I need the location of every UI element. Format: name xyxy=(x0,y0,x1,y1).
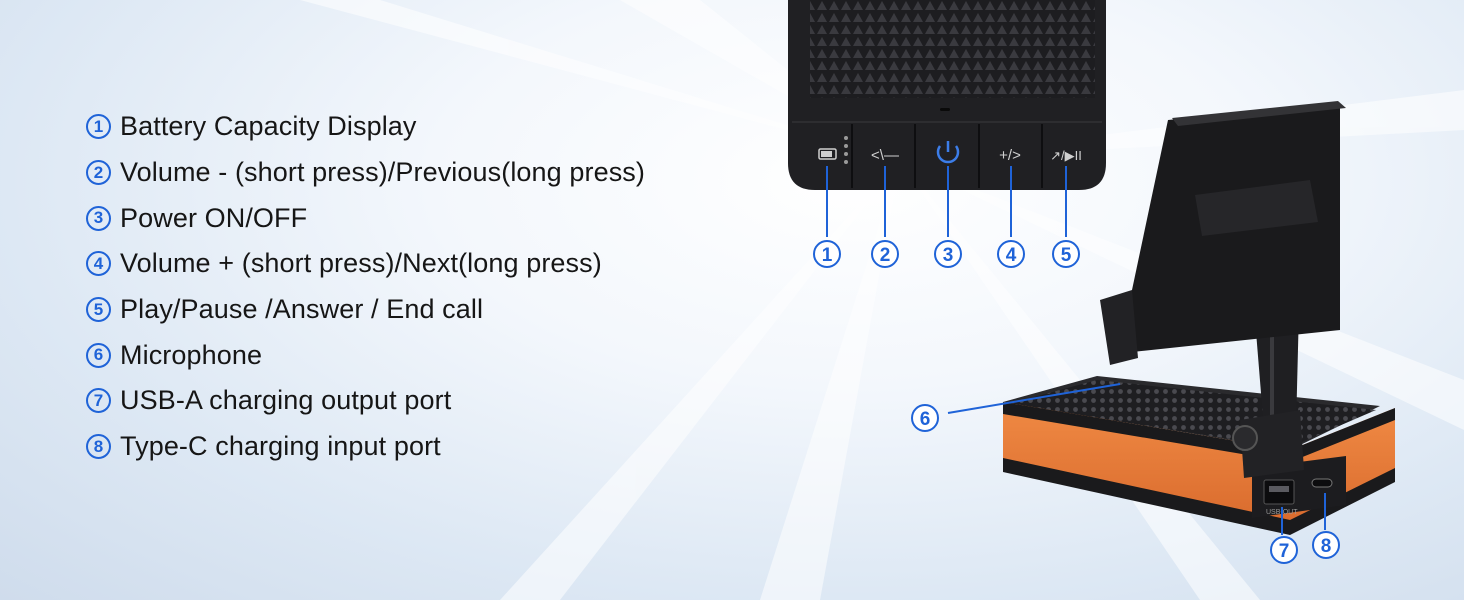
feature-item: 1 Battery Capacity Display xyxy=(86,104,645,150)
marker-2: 2 xyxy=(871,240,899,268)
marker-6: 6 xyxy=(911,404,939,432)
number-badge: 6 xyxy=(86,342,111,368)
feature-label: USB-A charging output port xyxy=(120,385,452,416)
feature-label: Battery Capacity Display xyxy=(120,111,417,142)
marker-4: 4 xyxy=(997,240,1025,268)
feature-label: Type-C charging input port xyxy=(120,431,441,462)
svg-text:5: 5 xyxy=(1061,245,1072,266)
feature-label: Microphone xyxy=(120,339,263,370)
usb-c-port xyxy=(1311,478,1333,488)
speaker-front-view: <\— +/> ↗/▶II xyxy=(788,0,1106,190)
feature-item: 5 Play/Pause /Answer / End call xyxy=(86,287,645,333)
feature-item: 8 Type-C charging input port xyxy=(86,424,645,470)
feature-label: Play/Pause /Answer / End call xyxy=(120,294,484,325)
speaker-grille xyxy=(810,0,1095,98)
svg-text:8: 8 xyxy=(1321,536,1332,557)
marker-7: 7 xyxy=(1270,536,1298,564)
svg-text:7: 7 xyxy=(1279,541,1290,562)
feature-label: Volume - (short press)/Previous(long pre… xyxy=(120,157,645,188)
feature-label: Power ON/OFF xyxy=(120,202,308,233)
volume-up-button[interactable]: +/> xyxy=(999,147,1021,164)
feature-item: 2 Volume - (short press)/Previous(long pr… xyxy=(86,150,645,196)
number-badge: 2 xyxy=(86,160,111,186)
feature-item: 4 Volume + (short press)/Next(long press) xyxy=(86,241,645,287)
svg-text:6: 6 xyxy=(920,409,931,430)
play-pause-button[interactable]: ↗/▶II xyxy=(1050,148,1082,163)
marker-3: 3 xyxy=(934,240,962,268)
marker-1: 1 xyxy=(813,240,841,268)
number-badge: 1 xyxy=(86,114,111,140)
marker-5: 5 xyxy=(1052,240,1080,268)
svg-text:2: 2 xyxy=(880,245,891,266)
number-badge: 3 xyxy=(86,205,111,231)
marker-8: 8 xyxy=(1312,531,1340,559)
battery-icon xyxy=(818,136,848,164)
number-badge: 5 xyxy=(86,297,111,323)
number-badge: 4 xyxy=(86,251,111,277)
feature-item: 3 Power ON/OFF xyxy=(86,195,645,241)
power-icon[interactable] xyxy=(936,141,960,164)
svg-text:3: 3 xyxy=(943,245,954,266)
volume-down-button[interactable]: <\— xyxy=(871,147,899,164)
svg-text:1: 1 xyxy=(822,245,833,266)
feature-item: 7 USB-A charging output port xyxy=(86,378,645,424)
number-badge: 8 xyxy=(86,434,111,460)
feature-label: Volume + (short press)/Next(long press) xyxy=(120,248,602,279)
number-badge: 7 xyxy=(86,388,111,414)
svg-text:4: 4 xyxy=(1006,245,1017,266)
speaker-stand-view: USB-OUT xyxy=(1003,101,1395,535)
feature-item: 6 Microphone xyxy=(86,332,645,378)
feature-list: 1 Battery Capacity Display 2 Volume - (sho… xyxy=(86,104,645,470)
